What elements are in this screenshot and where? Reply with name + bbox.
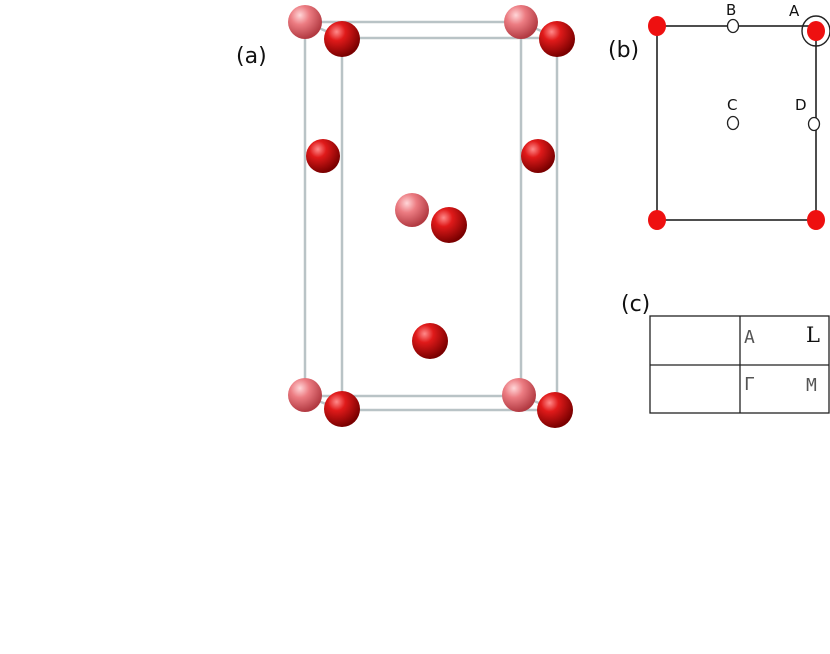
red-site-marker <box>648 16 666 36</box>
atoms <box>288 5 575 428</box>
table-cell-A: A <box>744 327 755 348</box>
kpoint-table: A L Γ M <box>649 315 830 414</box>
atom <box>395 193 429 227</box>
red-site-marker <box>807 21 825 41</box>
panel-c-label: (c) <box>621 292 650 317</box>
site-A-ring <box>801 15 830 47</box>
atom <box>502 378 536 412</box>
atom <box>539 21 575 57</box>
atom <box>288 5 322 39</box>
site-A-label: A <box>789 2 800 20</box>
atom <box>288 378 322 412</box>
site-B-label: B <box>726 1 736 19</box>
panel-b-label: (b) <box>608 38 639 63</box>
site-D-label: D <box>795 96 807 114</box>
atom <box>521 139 555 173</box>
panel-a-label: (a) <box>236 44 267 69</box>
atom <box>537 392 573 428</box>
table-cell-L: L <box>806 323 820 347</box>
atom <box>412 323 448 359</box>
site-D-marker <box>807 116 821 132</box>
site-B-marker <box>726 18 740 34</box>
atom <box>324 391 360 427</box>
atom <box>504 5 538 39</box>
red-site-marker <box>807 210 825 230</box>
atom <box>431 207 467 243</box>
table-cell-gamma: Γ <box>744 374 755 395</box>
site-diagram: A B C D <box>648 1 830 230</box>
site-C-label: C <box>727 96 737 114</box>
site-C-marker <box>726 115 740 131</box>
red-site-marker <box>648 210 666 230</box>
atom <box>306 139 340 173</box>
atom <box>324 21 360 57</box>
table-cell-M: M <box>806 375 817 396</box>
